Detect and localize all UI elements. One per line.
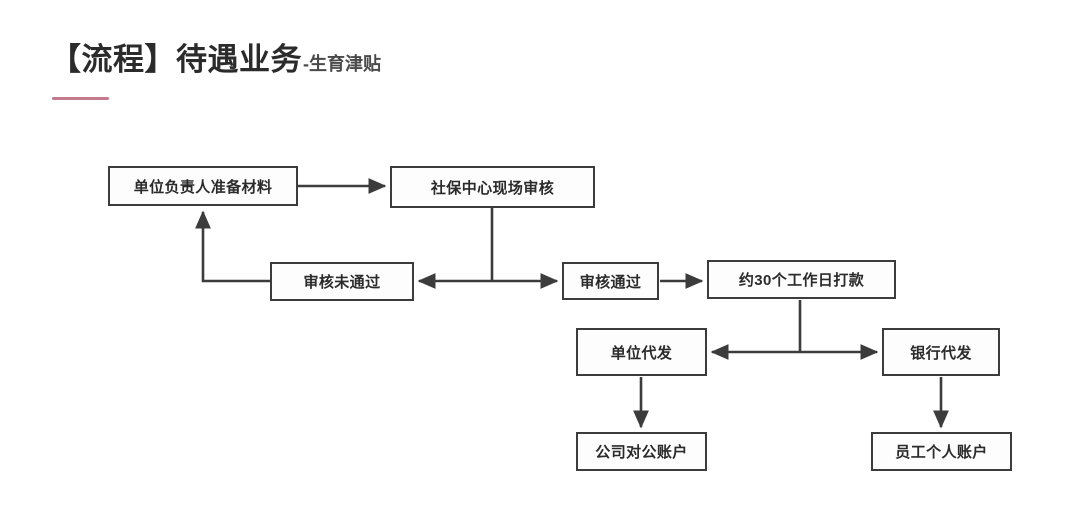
- node-prepare-materials[interactable]: 单位负责人准备材料: [108, 166, 298, 206]
- node-bank-payout[interactable]: 银行代发: [882, 328, 1000, 376]
- page-title-block: 【流程】待遇业务-生育津贴: [50, 44, 750, 114]
- title-underline-accent: [52, 97, 109, 100]
- node-review-failed[interactable]: 审核未通过: [270, 262, 414, 301]
- page-title: 【流程】待遇业务-生育津贴: [50, 44, 750, 75]
- node-company-corporate-account[interactable]: 公司对公账户: [576, 432, 707, 471]
- node-pay-30-working-days[interactable]: 约30个工作日打款: [707, 260, 896, 299]
- page-title-main: 【流程】待遇业务: [50, 42, 302, 77]
- page-title-subtitle: -生育津贴: [303, 54, 381, 74]
- node-company-payout[interactable]: 单位代发: [576, 328, 707, 376]
- node-employee-personal-account[interactable]: 员工个人账户: [871, 432, 1012, 471]
- node-onsite-review[interactable]: 社保中心现场审核: [390, 166, 595, 208]
- node-review-passed[interactable]: 审核通过: [562, 262, 659, 300]
- edge-review-failed-back-to-prepare: [194, 210, 270, 283]
